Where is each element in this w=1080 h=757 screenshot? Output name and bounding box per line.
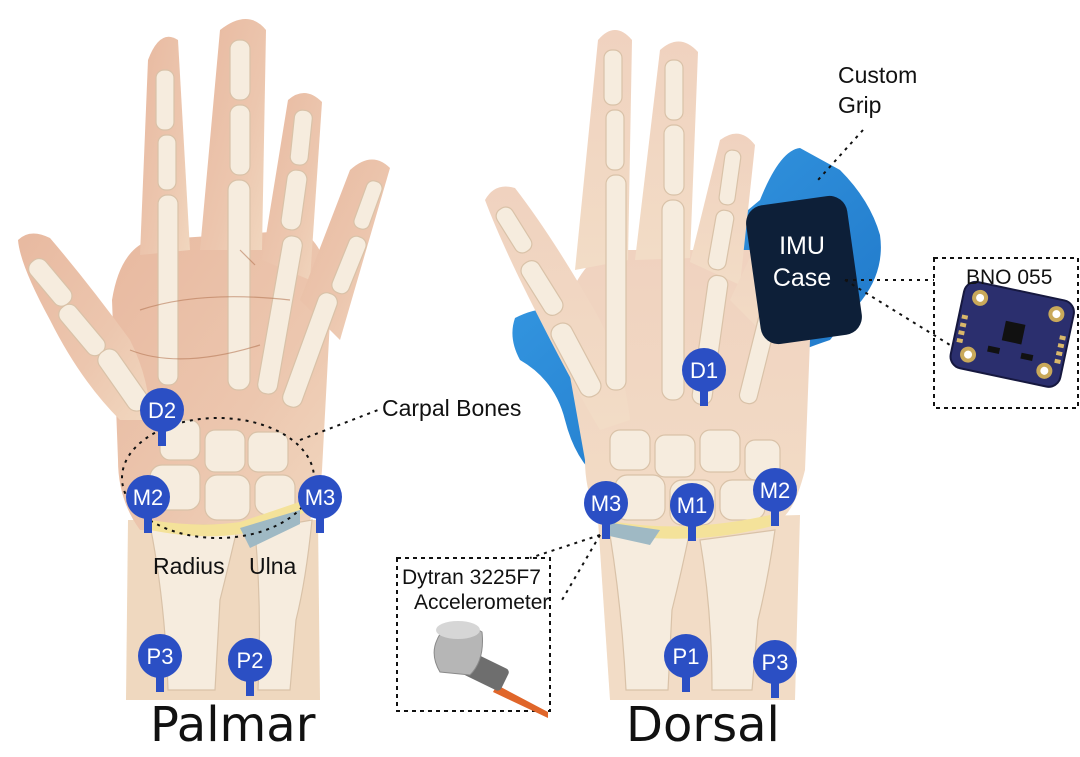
sensor-label: P3 [147,644,174,669]
custom-grip-label-line2: Grip [838,92,881,118]
sensor-label: M3 [591,491,622,516]
sensor-label: M3 [305,485,336,510]
dorsal-view-title: Dorsal [626,698,780,753]
sensor-label: P2 [237,648,264,673]
custom-grip-label-line1: Custom [838,62,917,88]
bno-board [948,280,1076,389]
dytran-label-line1: Dytran 3225F7 [402,566,541,590]
accelerometer-sensor [434,621,548,718]
sensor-label: M2 [760,478,791,503]
dytran-leader-1 [530,535,600,558]
radius-label: Radius [153,553,225,579]
sensor-label: P1 [673,644,700,669]
sensor-label: M1 [677,493,708,518]
bno-label: BNO 055 [966,266,1052,290]
imu-case-label-line2: Case [770,264,834,293]
ulna-label: Ulna [249,553,296,579]
sensor-label: M2 [133,485,164,510]
carpal-bones-label: Carpal Bones [382,395,521,421]
dytran-label-line2: Accelerometer [414,591,549,615]
palmar-view-title: Palmar [150,698,315,753]
palmar-hand [18,19,390,700]
imu-case-label-line1: IMU [770,232,834,261]
sensor-label: D2 [148,398,176,423]
sensor-label: D1 [690,358,718,383]
sensor-label: P3 [762,650,789,675]
